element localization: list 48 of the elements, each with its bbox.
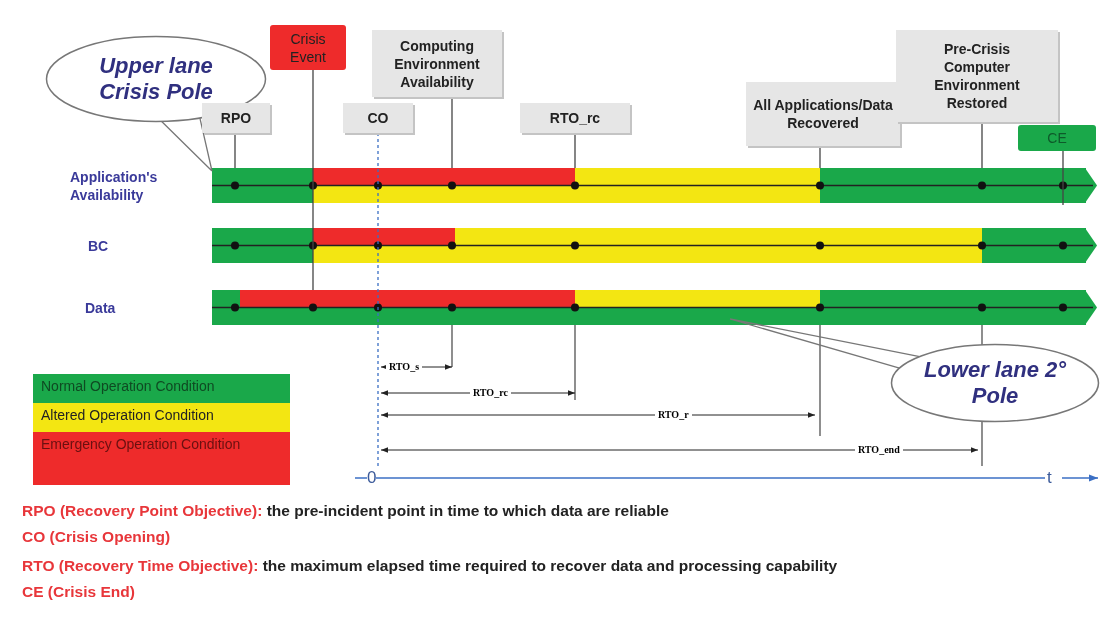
leader-line	[574, 132, 576, 169]
legend-text: Normal Operation Condition	[41, 378, 215, 394]
term-text: RPO (Recovery Point Objective):	[22, 502, 263, 519]
speech-bubble	[45, 35, 267, 123]
milestone-label: Crisis Event	[289, 29, 327, 66]
callout-text: Lower lane 2° Pole	[922, 357, 1068, 409]
lane-label: BC	[88, 237, 109, 255]
legend-text: Emergency Operation Condition	[41, 436, 241, 452]
lane-bar-drawing	[211, 228, 1097, 263]
term-text: RTO (Recovery Time Objective):	[22, 557, 259, 574]
milestone-label: Pre-Crisis Computer Environment Restored	[933, 40, 1021, 112]
milestone-label: Computing Environment Availability	[393, 36, 481, 91]
milestone-box	[202, 103, 270, 133]
definition-text: the pre-incident point in time to which data are reliable	[266, 502, 669, 519]
leader-line	[234, 132, 236, 169]
dimension-label: RTO_end	[855, 444, 903, 456]
milestone-label: All Applications/Data Recovered	[752, 96, 894, 132]
milestone-label: RTO_rc	[549, 109, 601, 127]
milestone-box	[520, 103, 630, 133]
lane-label: Application's Availability	[70, 168, 159, 204]
milestone-box	[896, 30, 1058, 122]
definition-text: the maximum elapsed time required to recover data and processing capability	[262, 557, 838, 574]
leader-line	[312, 69, 314, 291]
milestone-label: RPO	[220, 109, 252, 127]
dimension-label: RTO_r	[655, 409, 692, 421]
milestone-box	[343, 103, 413, 133]
callout-text: Upper lane Crisis Pole	[98, 53, 214, 105]
speech-bubble	[890, 343, 1100, 423]
lane-label: Data	[85, 299, 116, 317]
lane-bar-drawing	[211, 168, 1097, 203]
milestone-box	[746, 82, 900, 146]
term-text: CO (Crisis Opening)	[22, 528, 171, 545]
leader-line	[161, 117, 213, 172]
milestone-label: CO	[367, 109, 389, 127]
dimension-label: RTO_rc	[470, 387, 511, 399]
dimension-label: RTO_s	[386, 361, 423, 373]
milestone-box	[372, 30, 502, 97]
lane-bar-drawing	[211, 290, 1097, 325]
milestone-label: CE	[1047, 129, 1067, 147]
milestone-box	[270, 25, 346, 70]
leader-line	[819, 145, 821, 169]
leader-line	[451, 96, 453, 169]
leader-line	[1062, 150, 1064, 206]
leader-line	[981, 121, 983, 169]
term-text: CE (Crisis End)	[22, 583, 135, 600]
legend-text: Altered Operation Condition	[41, 407, 214, 423]
leader-line	[729, 318, 921, 369]
milestone-box	[1018, 125, 1096, 151]
